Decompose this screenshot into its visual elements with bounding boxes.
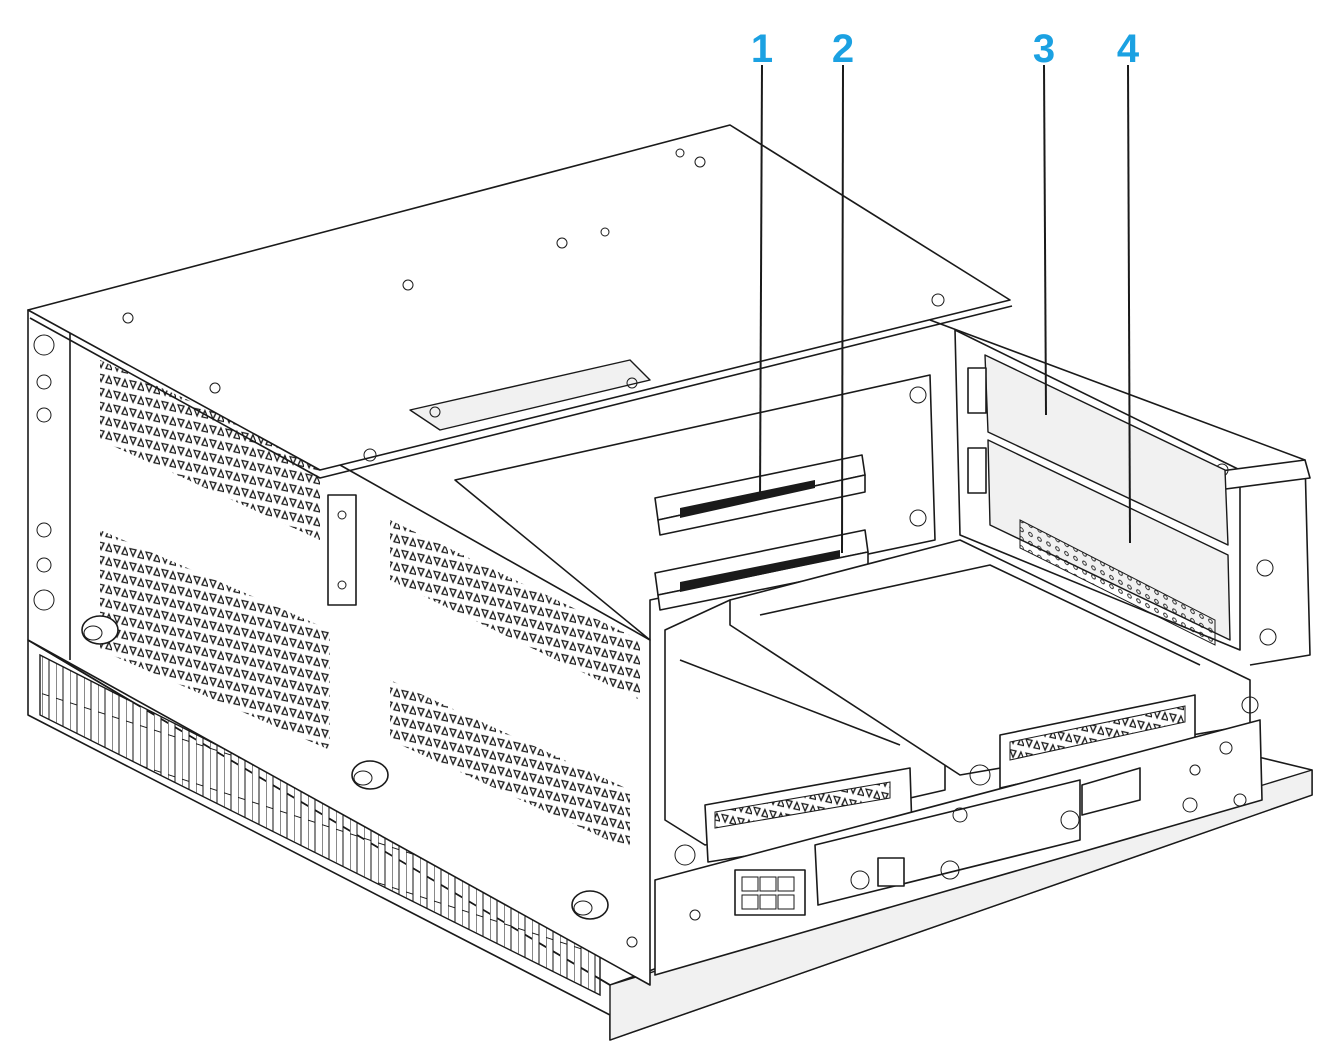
front-io-panel: [626, 719, 1263, 976]
leader-line-1: [759, 64, 763, 501]
leader-line-4: [1127, 64, 1131, 544]
lower-slot-cover: [967, 439, 1231, 646]
callout-1: 1: [751, 27, 773, 71]
left-side-panel: [27, 309, 651, 986]
drive-tray-left: [664, 599, 946, 866]
drive-tray-right: [729, 539, 1259, 789]
top-cover: [27, 124, 1013, 479]
callout-2: 2: [832, 27, 854, 71]
leader-line-3: [1043, 64, 1047, 416]
callout-numbers: 1 2 3 4: [751, 27, 1140, 71]
antenna-connector-1: [81, 615, 119, 645]
callout-3: 3: [1033, 27, 1055, 71]
antenna-connector-2: [351, 760, 389, 790]
callout-leaders: [759, 64, 1131, 554]
leader-line-2: [841, 64, 844, 554]
callout-4: 4: [1117, 27, 1140, 71]
antenna-connector-3: [571, 890, 609, 920]
